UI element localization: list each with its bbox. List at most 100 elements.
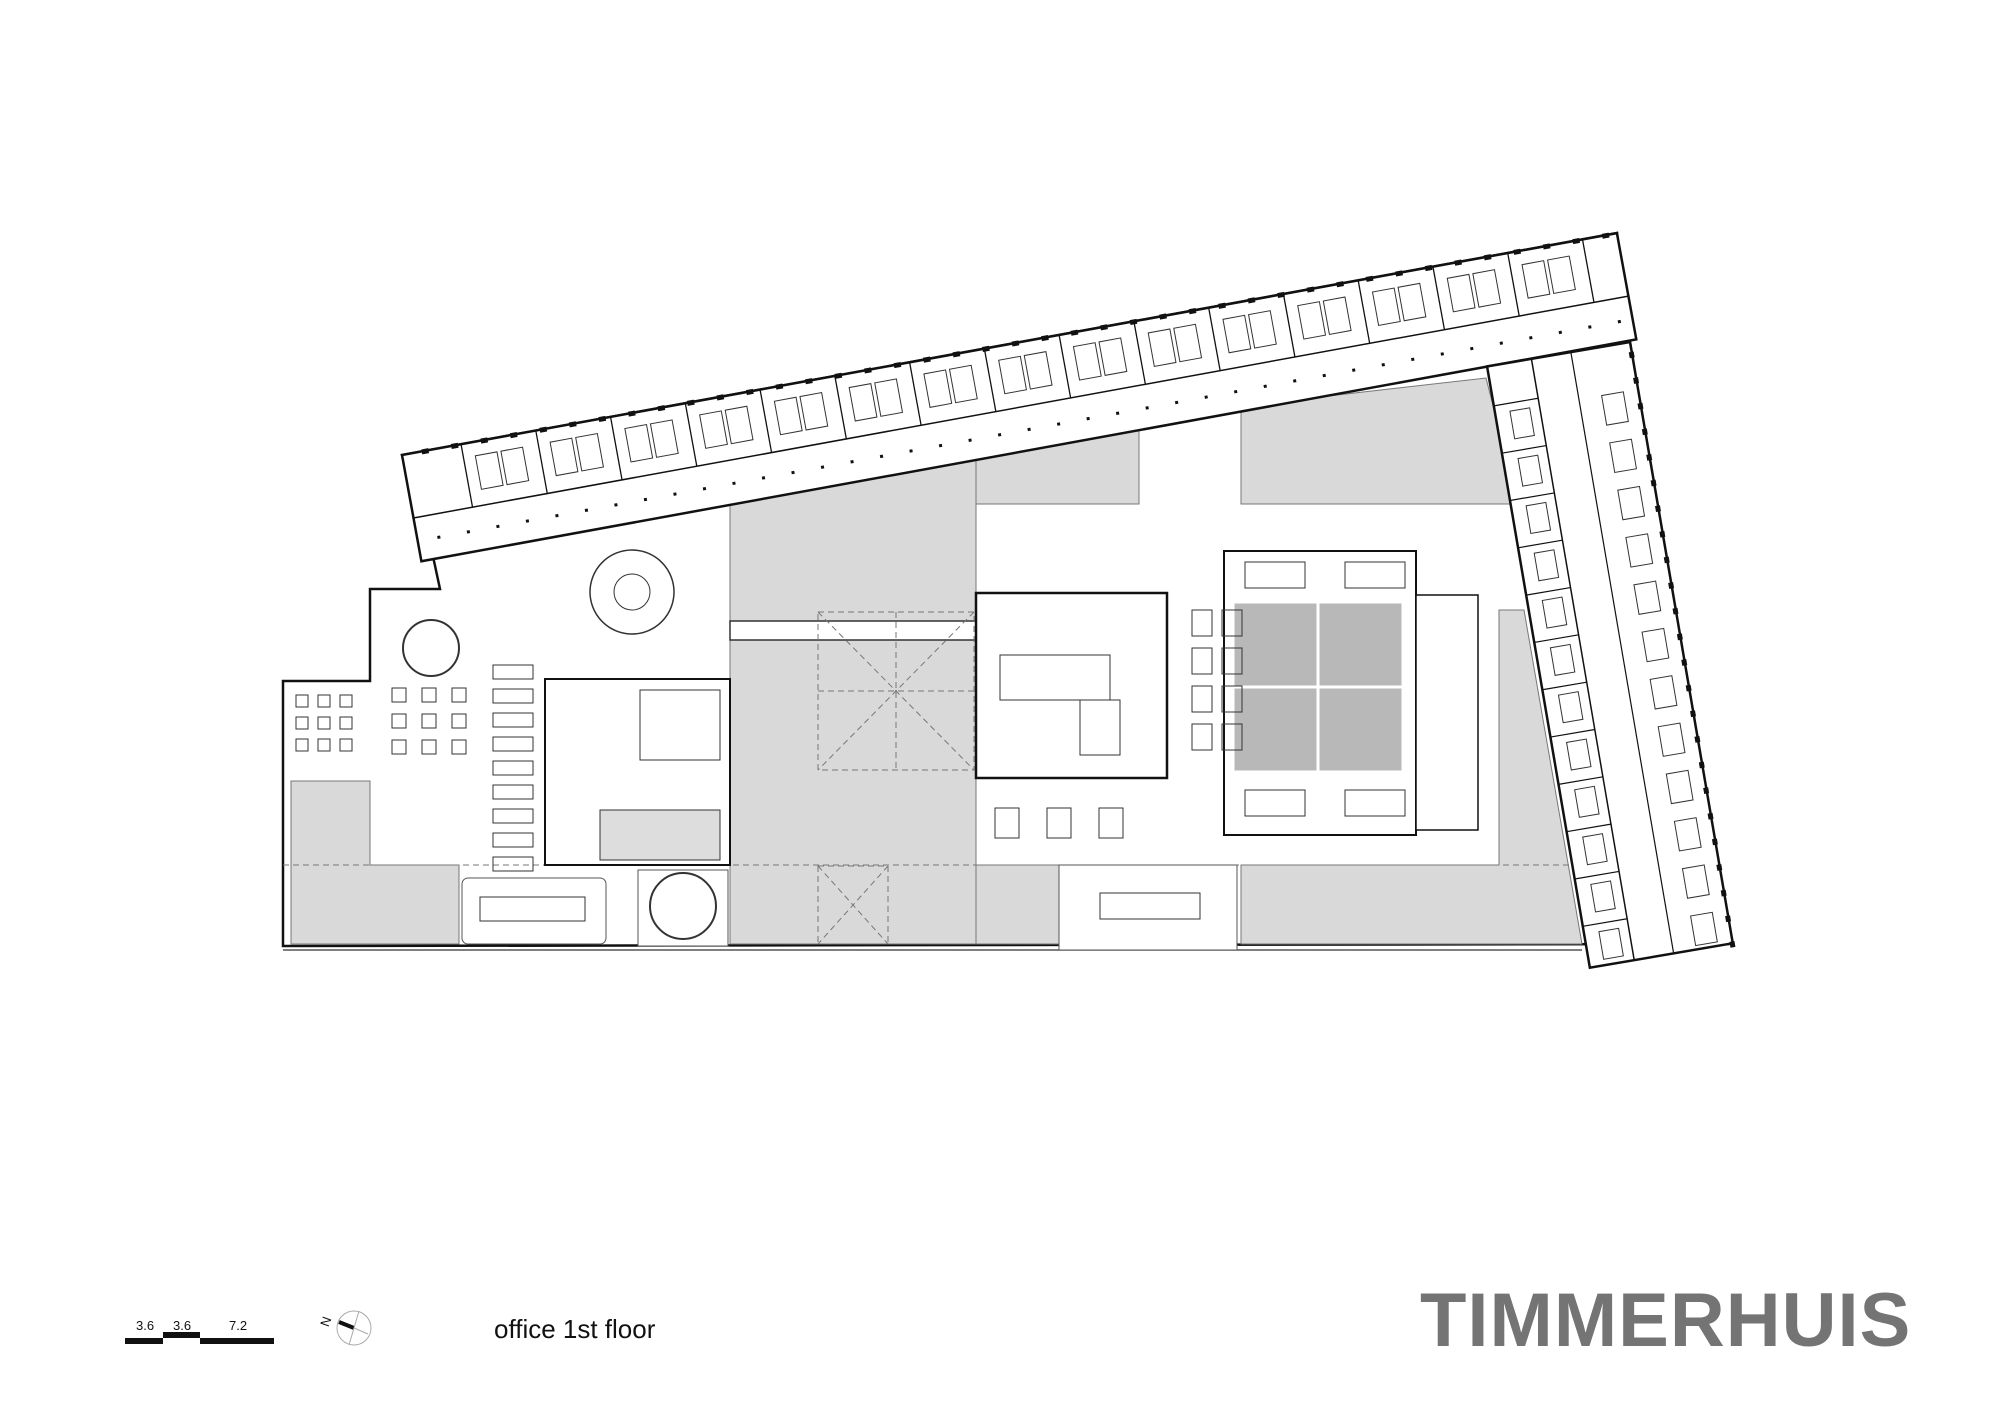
desk-row	[492, 664, 534, 680]
facade-column	[1637, 402, 1644, 410]
office-partition	[684, 403, 698, 467]
table	[295, 694, 309, 708]
table	[1191, 723, 1213, 751]
facade-column	[1306, 286, 1315, 293]
void-atrium	[729, 456, 977, 945]
facade-column	[893, 361, 902, 369]
office-partition	[609, 416, 623, 480]
column	[702, 486, 707, 491]
desk	[1601, 391, 1629, 426]
office-partition	[1493, 397, 1539, 407]
table	[1221, 647, 1243, 675]
desk	[575, 432, 605, 472]
desk	[1525, 501, 1552, 535]
facade-column	[804, 378, 813, 385]
table	[994, 807, 1020, 839]
column	[584, 508, 589, 513]
column	[466, 530, 471, 534]
column	[732, 481, 736, 486]
facade-column	[716, 394, 725, 401]
office-partition	[1432, 266, 1446, 330]
column	[673, 492, 677, 496]
meeting-room-round	[637, 869, 729, 947]
facade-column	[1663, 556, 1670, 564]
column	[1027, 427, 1031, 432]
facade-column	[1188, 308, 1197, 315]
office-partition	[1133, 321, 1147, 385]
desk	[1657, 722, 1686, 757]
table	[1221, 609, 1243, 637]
core-central	[974, 591, 1169, 780]
facade-column	[863, 367, 872, 374]
desk	[1222, 314, 1252, 354]
column	[555, 513, 559, 518]
facade-column	[657, 405, 666, 412]
table	[421, 687, 437, 703]
office-partition	[1558, 776, 1603, 785]
facade-column	[775, 383, 784, 390]
desk	[1173, 323, 1203, 363]
desk	[500, 446, 530, 486]
desk	[1565, 738, 1592, 771]
desk	[1541, 596, 1568, 629]
desk	[1633, 580, 1662, 615]
facade-column	[509, 432, 518, 439]
column	[1204, 395, 1208, 399]
column	[1529, 336, 1533, 340]
facade-column	[598, 415, 607, 423]
desk	[948, 364, 978, 404]
column	[850, 460, 854, 464]
facade-column	[745, 388, 754, 396]
column	[1381, 362, 1385, 367]
office-partition	[460, 444, 474, 508]
office-partition	[1058, 334, 1072, 399]
column	[1558, 330, 1563, 335]
facade-column	[1711, 838, 1718, 846]
office-partition	[1582, 918, 1628, 927]
drawing-title: office 1st floor	[494, 1314, 656, 1344]
column	[1411, 357, 1415, 362]
facade-column	[1513, 248, 1522, 255]
facade-column	[1720, 889, 1727, 897]
facade-column	[1703, 787, 1710, 794]
office-partition	[1507, 252, 1520, 317]
office-partition	[1501, 444, 1547, 454]
column	[1292, 379, 1297, 383]
desk-row	[492, 856, 534, 872]
desk	[1533, 549, 1560, 582]
column	[1233, 389, 1238, 394]
facade-column	[1070, 329, 1079, 336]
facade-column	[1698, 761, 1705, 769]
void-right	[1240, 609, 1583, 945]
desk	[1297, 301, 1327, 340]
office-partition	[1357, 280, 1371, 344]
scale-label-1: 3.6	[136, 1318, 155, 1333]
facade-column	[568, 421, 577, 428]
facade-column	[480, 437, 489, 444]
desk	[649, 419, 679, 458]
facade-column	[1572, 237, 1581, 245]
desk	[874, 378, 904, 417]
desk	[1609, 438, 1638, 474]
desk-row	[492, 760, 534, 776]
desk	[1098, 337, 1128, 376]
desk	[1690, 911, 1718, 947]
table	[391, 739, 407, 755]
office-partition	[1574, 870, 1620, 880]
desk	[1322, 296, 1352, 335]
facade-column	[539, 426, 548, 433]
column	[1086, 416, 1090, 421]
facade-column	[952, 351, 961, 358]
column	[938, 443, 943, 448]
facade-column	[1454, 259, 1463, 266]
facade-column	[1650, 479, 1657, 487]
round-reception	[589, 549, 675, 635]
column	[1056, 422, 1061, 426]
column	[997, 433, 1002, 437]
facade-column	[1277, 291, 1285, 299]
office-partition	[1542, 681, 1587, 691]
desk	[1472, 269, 1502, 308]
table	[1046, 807, 1072, 839]
facade-column	[1159, 313, 1167, 320]
